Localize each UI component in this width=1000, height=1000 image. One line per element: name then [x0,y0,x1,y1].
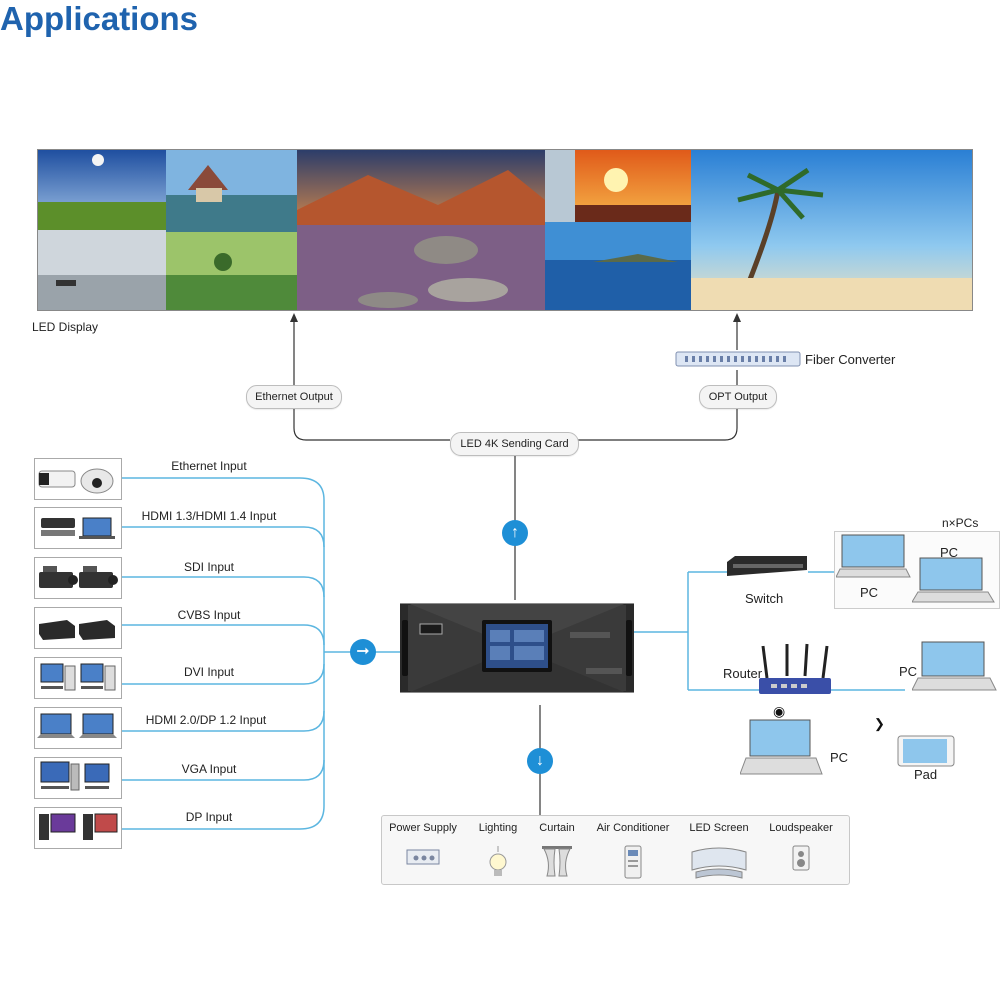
opt-output-label: OPT Output [699,385,777,409]
input-label-hdmi20-dp12: HDMI 2.0/DP 1.2 Input [145,713,267,727]
arrow-up-icon: ↑ [502,520,528,546]
video-camera-icon [34,557,122,599]
laptop-icon [911,556,996,606]
laptop-icon [739,718,824,778]
equipment-label-air-conditioner: Air Conditioner [596,822,670,834]
fiber-converter-label: Fiber Converter [805,352,896,367]
switch-label: Switch [745,591,784,606]
equipment-label-led-screen: LED Screen [689,822,749,834]
pc-label: PC [940,545,959,560]
set-top-box-icon [34,607,122,649]
arrow-down-icon: ↓ [527,748,553,774]
monitor-pc-icon [34,757,122,799]
video-processor-device [399,596,635,700]
desktop-pc-icon [34,657,122,699]
equipment-panel: Power Supply Lighting Curtain Air Condit… [381,815,850,885]
tablet-icon [897,735,955,767]
input-label-ethernet: Ethernet Input [171,459,247,473]
laptop-icon [911,640,998,696]
wifi-icon: ◉ [773,703,786,719]
curved-screen-icon [690,844,748,885]
laptop-icon [835,533,912,583]
arrow-right-icon: ➞ [350,639,376,665]
fiber-converter-device [675,350,801,368]
equipment-label-loudspeaker: Loudspeaker [769,822,833,834]
laptop-icon [34,707,122,749]
led-display [37,149,973,311]
ethernet-output-label: Ethernet Output [246,385,342,409]
curtain-icon [541,844,573,883]
led-display-images [38,150,972,310]
input-label-dvi: DVI Input [183,665,235,679]
wifi-icon: ❯ [874,716,885,731]
power-strip-icon [406,844,440,871]
air-conditioner-icon [623,844,643,885]
equipment-label-lighting: Lighting [478,822,518,834]
sending-card-label: LED 4K Sending Card [450,432,579,456]
input-label-dp: DP Input [185,810,233,824]
pc-label: PC [899,664,918,679]
router-icon [757,642,833,698]
pc-label: PC [860,585,879,600]
desktop-pc-icon [34,807,122,849]
equipment-label-curtain: Curtain [539,822,575,834]
network-switch-icon [725,556,809,578]
pad-label: Pad [914,767,938,782]
page-title: Applications [0,0,199,37]
input-label-sdi: SDI Input [183,560,235,574]
input-label-hdmi14: HDMI 1.3/HDMI 1.4 Input [141,509,277,523]
npcs-label: n×PCs [942,516,979,530]
ip-camera-icon [34,458,122,500]
speaker-icon [791,844,811,877]
projector-laptop-icon [34,507,122,549]
input-label-cvbs: CVBS Input [177,608,241,622]
pc-label: PC [830,750,849,765]
led-display-label: LED Display [32,320,99,334]
router-label: Router [723,666,763,681]
light-bulb-icon [484,844,512,883]
equipment-label-power-supply: Power Supply [389,822,457,834]
input-label-vga: VGA Input [181,762,237,776]
